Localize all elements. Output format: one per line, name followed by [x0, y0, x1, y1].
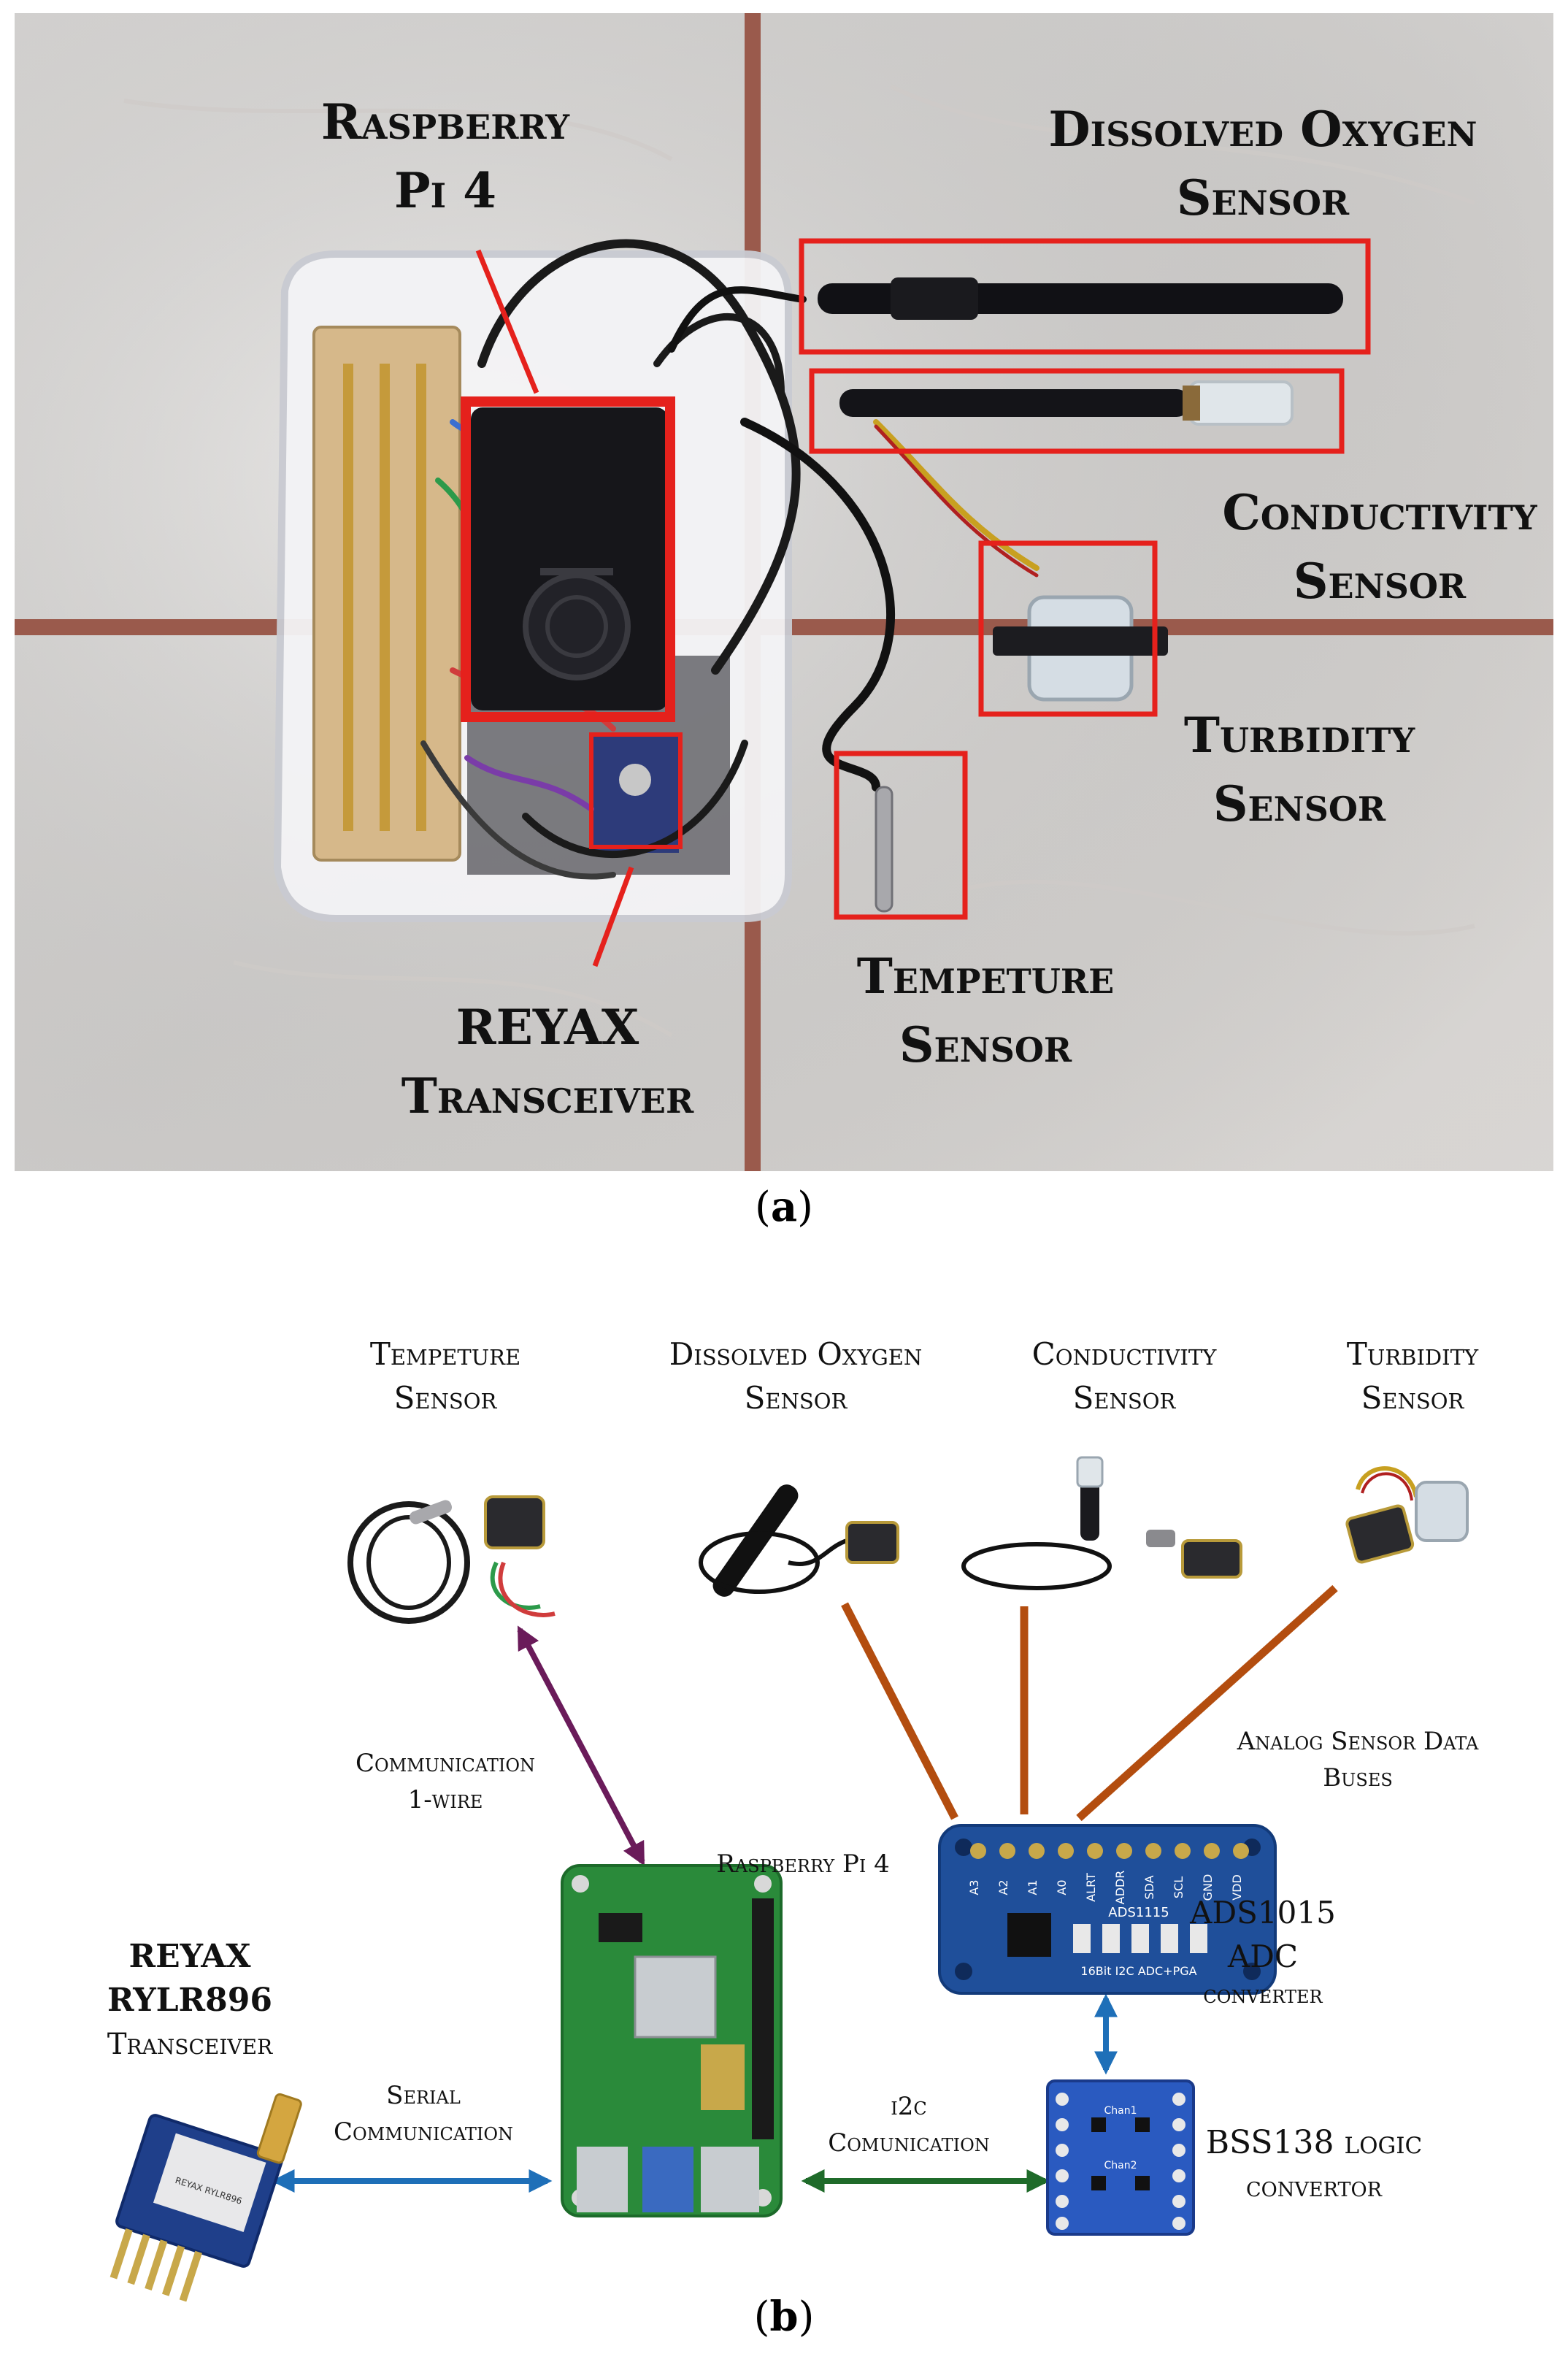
label-reyax-line2: Transceiver	[401, 1067, 694, 1124]
analog-sensor-lines	[841, 1584, 1338, 1822]
adc-pin-label: GND	[1201, 1874, 1215, 1901]
label-temperature-line1: Tempeture	[856, 948, 1115, 1005]
label-serial: Serial Communication	[307, 2077, 540, 2150]
label-turbidity-line2: Sensor	[1212, 775, 1386, 832]
label-i2c: i2c Comunication	[792, 2088, 1026, 2161]
label-raspberry-pi-line2: Pi 4	[393, 162, 497, 219]
adc-pin-label: A1	[1026, 1879, 1039, 1895]
label-conductivity: Conductivity Sensor	[1197, 478, 1562, 616]
label-one-wire-line1: Communication	[355, 1749, 536, 1778]
highlight-conductivity	[809, 368, 1345, 454]
adc-pin-label: SDA	[1142, 1875, 1156, 1899]
highlight-turbidity	[978, 540, 1158, 717]
highlight-dissolved-oxygen	[799, 238, 1371, 355]
adc-pin-label: ADDR	[1113, 1871, 1127, 1905]
adc-pin-label: ALRT	[1084, 1873, 1098, 1902]
temperature-sensor-image	[347, 1495, 556, 1624]
analog-line-turbidity	[1076, 1584, 1338, 1822]
turbidity-sensor-image	[1345, 1466, 1469, 1564]
ads1015-adc-board	[938, 1824, 1277, 1995]
label-conductivity-line1: Conductivity	[1222, 484, 1537, 541]
label-reyax: REYAX Transceiver	[394, 993, 701, 1130]
label-b-temperature-line1: Tempeture	[369, 1336, 521, 1372]
label-b-temperature: Tempeture Sensor	[336, 1333, 555, 1420]
photo-panel-a	[15, 13, 1553, 1171]
label-turbidity: Turbidity Sensor	[1139, 701, 1460, 838]
label-b-conductivity-line2: Sensor	[1072, 1380, 1176, 1416]
label-b-dissolved-oxygen-line2: Sensor	[744, 1380, 848, 1416]
label-dissolved-oxygen-line2: Sensor	[1176, 169, 1350, 226]
adc-pin-label: A3	[967, 1879, 981, 1895]
label-reyax-rylr896-line2: Transceiver	[107, 2028, 273, 2061]
caption-a: (a)	[754, 1183, 813, 1231]
caption-b: (b)	[753, 2293, 815, 2341]
label-i2c-line1: i2c	[891, 2092, 927, 2121]
diagram-panel-b: A3 A2 A1 A0 ALRT ADDR SDA SCL GND VDD AD…	[109, 1456, 1469, 2302]
highlight-reyax	[589, 732, 683, 849]
label-b-turbidity: Turbidity Sensor	[1307, 1333, 1518, 1420]
adc-desc-label: 16Bit I2C ADC+PGA	[1080, 1964, 1196, 1978]
caption-a-letter: a	[770, 1183, 798, 1231]
pointer-line-reyax	[592, 866, 634, 967]
label-raspberry-pi-4: Raspberry Pi 4	[716, 1849, 890, 1879]
raspberry-pi-board	[561, 1864, 783, 2217]
label-b-dissolved-oxygen: Dissolved Oxygen Sensor	[642, 1333, 949, 1420]
label-analog-buses-line2: Buses	[1323, 1763, 1393, 1793]
adc-pin-label: A2	[996, 1879, 1010, 1895]
adc-pin-label: A0	[1055, 1879, 1069, 1895]
highlight-raspberry-pi	[461, 396, 675, 722]
label-reyax-rylr896: REYAX RYLR896 Transceiver	[44, 1935, 336, 2066]
label-raspberry-pi: Raspberry Pi 4	[277, 88, 613, 225]
label-analog-buses-line1: Analog Sensor Data	[1237, 1727, 1479, 1756]
label-adc-line1: ADS1015 ADC	[1190, 1895, 1336, 1974]
label-reyax-line1: REYAX	[456, 999, 639, 1056]
label-turbidity-line1: Turbidity	[1183, 707, 1415, 764]
label-reyax-rylr896-line1: REYAX RYLR896	[107, 1938, 272, 2019]
label-raspberry-pi-line1: Raspberry	[320, 93, 570, 150]
adc-pin-label: SCL	[1172, 1876, 1185, 1898]
label-b-turbidity-line1: Turbidity	[1346, 1336, 1479, 1372]
label-i2c-line2: Comunication	[828, 2128, 990, 2158]
label-adc-line2: converter	[1203, 1980, 1323, 2009]
adc-model-label: ADS1115	[1108, 1905, 1169, 1920]
dissolved-oxygen-sensor-image	[699, 1484, 899, 1597]
temp-probe-photo	[875, 786, 893, 913]
label-b-conductivity: Conductivity Sensor	[996, 1333, 1252, 1420]
label-b-dissolved-oxygen-line1: Dissolved Oxygen	[669, 1336, 923, 1372]
caption-b-letter: b	[769, 2293, 799, 2341]
logic-ch1-label: Chan1	[1104, 2105, 1137, 2117]
label-dissolved-oxygen: Dissolved Oxygen Sensor	[1007, 95, 1518, 232]
label-adc: ADS1015 ADC converter	[1153, 1891, 1372, 2011]
highlight-temperature	[834, 751, 968, 920]
label-analog-buses: Analog Sensor Data Buses	[1212, 1723, 1504, 1796]
label-conductivity-line2: Sensor	[1293, 553, 1467, 610]
label-logic-line1: BSS138 logic	[1205, 2124, 1423, 2161]
label-temperature-line2: Sensor	[899, 1016, 1072, 1073]
conductivity-probe-photo	[839, 389, 1190, 417]
label-logic: BSS138 logic convertor	[1197, 2121, 1431, 2209]
logic-ch2-label: Chan2	[1104, 2160, 1137, 2171]
label-dissolved-oxygen-line1: Dissolved Oxygen	[1048, 101, 1477, 158]
label-b-turbidity-line2: Sensor	[1361, 1380, 1464, 1416]
adc-pin-label: VDD	[1230, 1874, 1244, 1901]
reyax-module-board	[109, 2093, 302, 2302]
label-serial-line2: Communication	[333, 2117, 514, 2147]
label-logic-line2: convertor	[1246, 2171, 1382, 2203]
label-one-wire: Communication 1-wire	[321, 1745, 569, 1818]
label-temperature: Tempeture Sensor	[825, 942, 1146, 1079]
label-b-conductivity-line1: Conductivity	[1031, 1336, 1217, 1372]
label-one-wire-line2: 1-wire	[407, 1785, 483, 1814]
pointer-line-raspberry	[475, 249, 539, 394]
analog-line-do	[841, 1602, 958, 1820]
one-wire-arrow	[517, 1625, 645, 1866]
label-serial-line1: Serial	[386, 2081, 461, 2110]
label-b-temperature-line2: Sensor	[393, 1380, 497, 1416]
bss138-logic-board	[1046, 2079, 1195, 2236]
conductivity-sensor-image	[961, 1456, 1242, 1590]
